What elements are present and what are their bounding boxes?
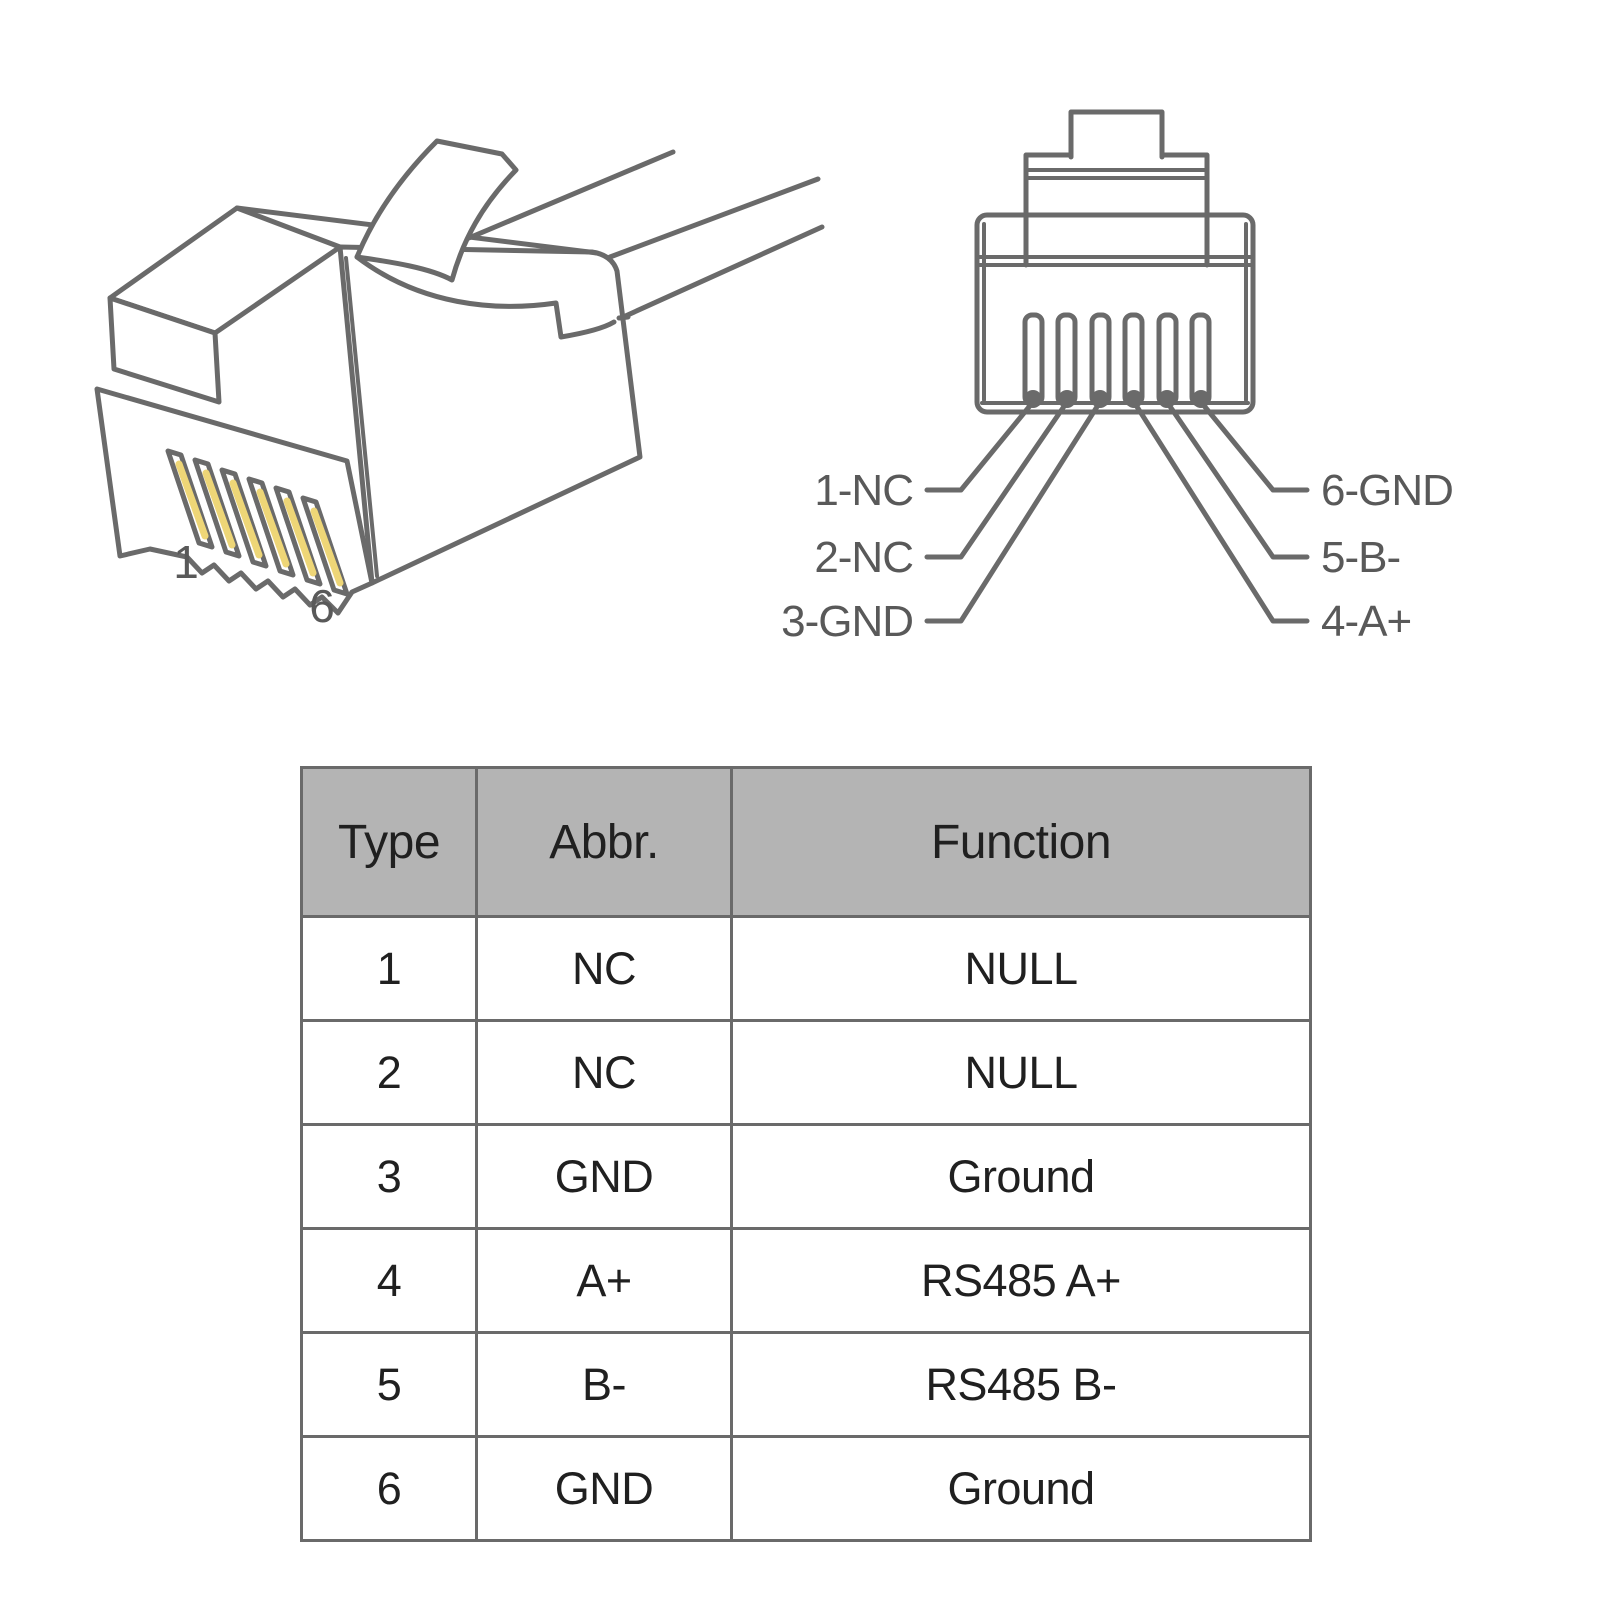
- plug-seam-line: [344, 256, 379, 578]
- front-key-block: [1023, 152, 1210, 268]
- front-housing: [974, 212, 1256, 415]
- front-top-tab: [1068, 109, 1165, 160]
- cell-type: 1: [300, 915, 478, 1022]
- cell-abbr: B-: [475, 1331, 733, 1438]
- plug-latch: [354, 138, 519, 283]
- plug-latch-flange: [354, 254, 617, 340]
- cell-function: Ground: [730, 1123, 1312, 1230]
- table-row: 4 A+ RS485 A+: [300, 1227, 1312, 1334]
- table-row: 5 B- RS485 B-: [300, 1331, 1312, 1438]
- label-pin2: 2-NC: [814, 533, 913, 582]
- table-row: 1 NC NULL: [300, 915, 1312, 1022]
- front-pin-dots: [1024, 390, 1210, 408]
- cell-function: NULL: [730, 915, 1312, 1022]
- label-pin3: 3-GND: [781, 597, 913, 646]
- cell-function: NULL: [730, 1019, 1312, 1126]
- header-type: Type: [300, 766, 478, 918]
- cell-type: 6: [300, 1435, 478, 1542]
- front-pin-slots: [1022, 312, 1212, 407]
- table-row: 2 NC NULL: [300, 1019, 1312, 1126]
- leader-lines: [924, 399, 1310, 624]
- front-key-block-lines: [1024, 168, 1209, 180]
- header-function: Function: [730, 766, 1312, 918]
- cell-function: RS485 A+: [730, 1227, 1312, 1334]
- plug-pin6-label: 6: [309, 580, 335, 632]
- plug-body-face: [337, 244, 643, 586]
- table-row: 6 GND Ground: [300, 1435, 1312, 1542]
- cell-abbr: GND: [475, 1435, 733, 1542]
- plug-nose-band: [107, 295, 222, 405]
- cable-lines: [435, 149, 825, 321]
- pin-function-labels: 1-NC 2-NC 3-GND 6-GND 5-B- 4-A+: [781, 466, 1454, 646]
- plug-gold-contacts: [175, 460, 344, 587]
- label-pin5: 5-B-: [1321, 533, 1400, 582]
- table-row: 3 GND Ground: [300, 1123, 1312, 1230]
- cell-function: Ground: [730, 1435, 1312, 1542]
- cell-type: 3: [300, 1123, 478, 1230]
- pinout-table: Type Abbr. Function 1 NC NULL 2 NC NULL …: [300, 766, 1312, 1542]
- front-view-drawing: 1-NC 2-NC 3-GND 6-GND 5-B- 4-A+: [781, 109, 1454, 646]
- cell-abbr: A+: [475, 1227, 733, 1334]
- cell-type: 5: [300, 1331, 478, 1438]
- header-abbr: Abbr.: [475, 766, 733, 918]
- cell-abbr: GND: [475, 1123, 733, 1230]
- cell-type: 4: [300, 1227, 478, 1334]
- table-header-row: Type Abbr. Function: [300, 766, 1312, 918]
- label-pin4: 4-A+: [1321, 597, 1411, 646]
- label-pin1: 1-NC: [814, 466, 913, 515]
- plug-3d-drawing: 1 6: [94, 138, 825, 632]
- cell-abbr: NC: [475, 1019, 733, 1126]
- cell-function: RS485 B-: [730, 1331, 1312, 1438]
- cell-abbr: NC: [475, 915, 733, 1022]
- label-pin6: 6-GND: [1321, 466, 1453, 515]
- connector-diagram: 1 6: [94, 109, 1454, 646]
- cell-type: 2: [300, 1019, 478, 1126]
- plug-pin1-label: 1: [173, 536, 199, 588]
